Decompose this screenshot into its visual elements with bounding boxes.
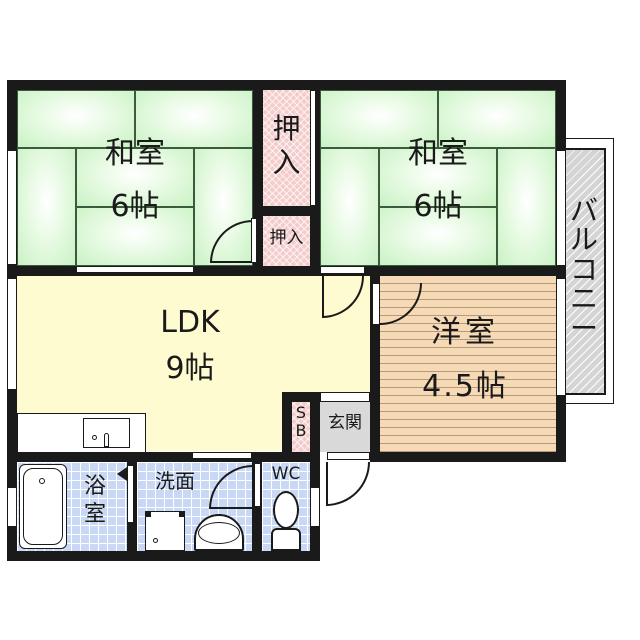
tatami-mat	[17, 148, 76, 266]
tatami-mat	[320, 148, 379, 266]
wall-genkan-left	[310, 392, 320, 561]
door-frame-wc	[254, 463, 261, 507]
oshiire-top	[263, 90, 310, 206]
front-door[interactable]	[326, 462, 370, 506]
kitchen-opening	[192, 452, 252, 459]
label-youshitsu-name: 洋室	[431, 315, 499, 350]
wm-drain-icon	[153, 538, 158, 543]
wall-bottom-left	[7, 551, 320, 561]
door-frame-washitsu-left	[251, 218, 257, 263]
washing-machine-pan-icon	[145, 511, 185, 551]
faucet-icon	[92, 435, 97, 440]
wm-corner	[179, 511, 185, 517]
toilet-tank-icon	[271, 528, 301, 551]
tatami-mat	[17, 90, 135, 148]
label-genkan: 玄関	[328, 413, 362, 433]
label-washroom: 洗面	[155, 469, 195, 493]
door-bath-handle-icon	[117, 467, 127, 481]
label-washitsu-left-size: 6帖	[110, 189, 160, 224]
bathtub-inner-icon	[23, 468, 63, 545]
window-youshitsu	[556, 278, 566, 396]
tatami-mat	[497, 148, 556, 266]
tatami-mat	[135, 90, 253, 148]
window-left-washitsu	[7, 150, 17, 265]
label-oshiire-small: 押入	[269, 228, 304, 248]
tatami-mat	[379, 148, 497, 207]
wm-corner	[145, 511, 151, 517]
wall-oshiire-left	[253, 80, 263, 276]
wall-ldk-bottom	[7, 452, 320, 462]
shoe-box	[292, 402, 310, 452]
tatami-mat	[320, 90, 438, 148]
label-washitsu-right-size: 6帖	[413, 189, 463, 224]
label-youshitsu-size: 4.5帖	[422, 369, 508, 404]
genkan-floor	[320, 402, 370, 452]
wall-sb-top	[282, 392, 320, 402]
genkan-door-frame	[327, 452, 370, 460]
label-bath: 浴 室	[83, 474, 106, 527]
wall-mid-horizontal	[7, 266, 566, 276]
door-frame-washitsu-right	[320, 266, 365, 274]
window-right-washitsu	[556, 150, 566, 266]
genkan-step	[320, 392, 370, 402]
window-bath	[7, 487, 17, 527]
door-frame-youshitsu	[372, 283, 380, 325]
tatami-mat	[379, 207, 497, 266]
wall-oshiire-divider	[263, 206, 310, 216]
label-washitsu-right-name: 和室	[408, 136, 468, 171]
sliding-door-oshiire[interactable]	[310, 90, 316, 206]
label-balcony: バ ル コ ニ ー	[569, 194, 598, 345]
balcony-rail	[566, 138, 614, 404]
label-oshiire-top: 押 入	[272, 112, 301, 179]
bath-drain-icon	[39, 478, 45, 484]
tatami-mat	[76, 207, 194, 266]
tatami-mat	[76, 148, 194, 207]
door-bath[interactable]	[127, 465, 134, 523]
window-wc	[310, 487, 320, 527]
wall-bottom-right	[370, 452, 566, 462]
sliding-door-washitsu-ldk[interactable]	[76, 266, 194, 273]
toilet-bowl-icon	[273, 491, 299, 529]
oshiire-small	[263, 216, 310, 266]
wash-basin-bowl-icon	[198, 522, 240, 544]
faucet-spout-icon	[104, 433, 109, 447]
tatami-mat	[438, 90, 556, 148]
label-ldk-size: 9帖	[165, 351, 215, 386]
window-ldk-left	[7, 278, 17, 390]
wall-youshitsu-left	[370, 276, 380, 462]
wall-top	[7, 80, 566, 90]
balcony	[562, 148, 606, 395]
label-shoe-box: S B	[295, 403, 307, 440]
label-washitsu-left-name: 和室	[105, 136, 165, 171]
wall-sb-left	[282, 392, 292, 462]
label-ldk-name: LDK	[160, 305, 220, 340]
label-wc: WC	[271, 464, 301, 484]
